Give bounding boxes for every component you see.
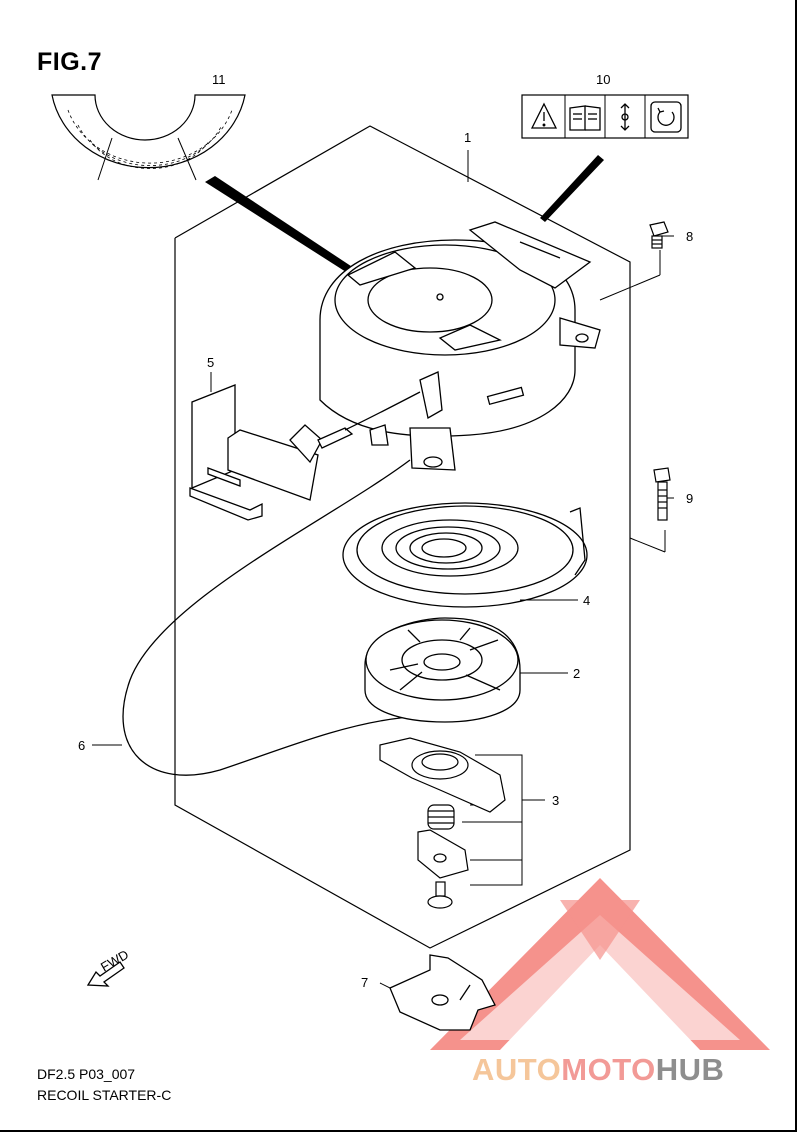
callout-1: 1	[464, 130, 471, 145]
starter-housing-part-1	[319, 221, 601, 471]
handle-part-5	[189, 384, 354, 521]
watermark-logo	[430, 878, 770, 1050]
bolt-part-8	[649, 221, 669, 249]
warning-triangle-icon	[530, 102, 558, 129]
fwd-arrow-icon	[86, 961, 125, 987]
manual-book-icon	[569, 105, 601, 131]
assembly-outline	[174, 125, 631, 949]
figure-title: FIG.7	[37, 48, 103, 76]
callout-3: 3	[552, 793, 559, 808]
callout-6: 6	[78, 738, 85, 753]
figure-name: RECOIL STARTER-C	[37, 1087, 172, 1103]
callout-2: 2	[573, 666, 580, 681]
callout-9: 9	[686, 491, 693, 506]
decal-part-11	[51, 94, 246, 181]
plate-part-7	[389, 954, 496, 1031]
pull-direction-icon	[620, 103, 630, 131]
pointer-wedges	[205, 155, 604, 286]
callout-10: 10	[596, 72, 610, 87]
callout-4: 4	[583, 593, 590, 608]
figure-code: DF2.5 P03_007	[37, 1066, 136, 1082]
watermark-moto: MOTO	[561, 1052, 656, 1087]
spring-part-4	[342, 502, 588, 608]
callout-8: 8	[686, 229, 693, 244]
watermark-text: AUTOMOTOHUB	[472, 1052, 724, 1088]
callout-5: 5	[207, 355, 214, 370]
rotation-icon	[650, 101, 682, 133]
ratchet-part-3	[379, 737, 506, 909]
callout-11: 11	[212, 72, 226, 87]
reel-part-2	[364, 617, 521, 723]
watermark-hub: HUB	[655, 1052, 725, 1087]
watermark-auto: AUTO	[472, 1052, 562, 1087]
bolt-part-9	[653, 467, 671, 521]
callout-7: 7	[361, 975, 368, 990]
leader-lines	[92, 150, 674, 991]
